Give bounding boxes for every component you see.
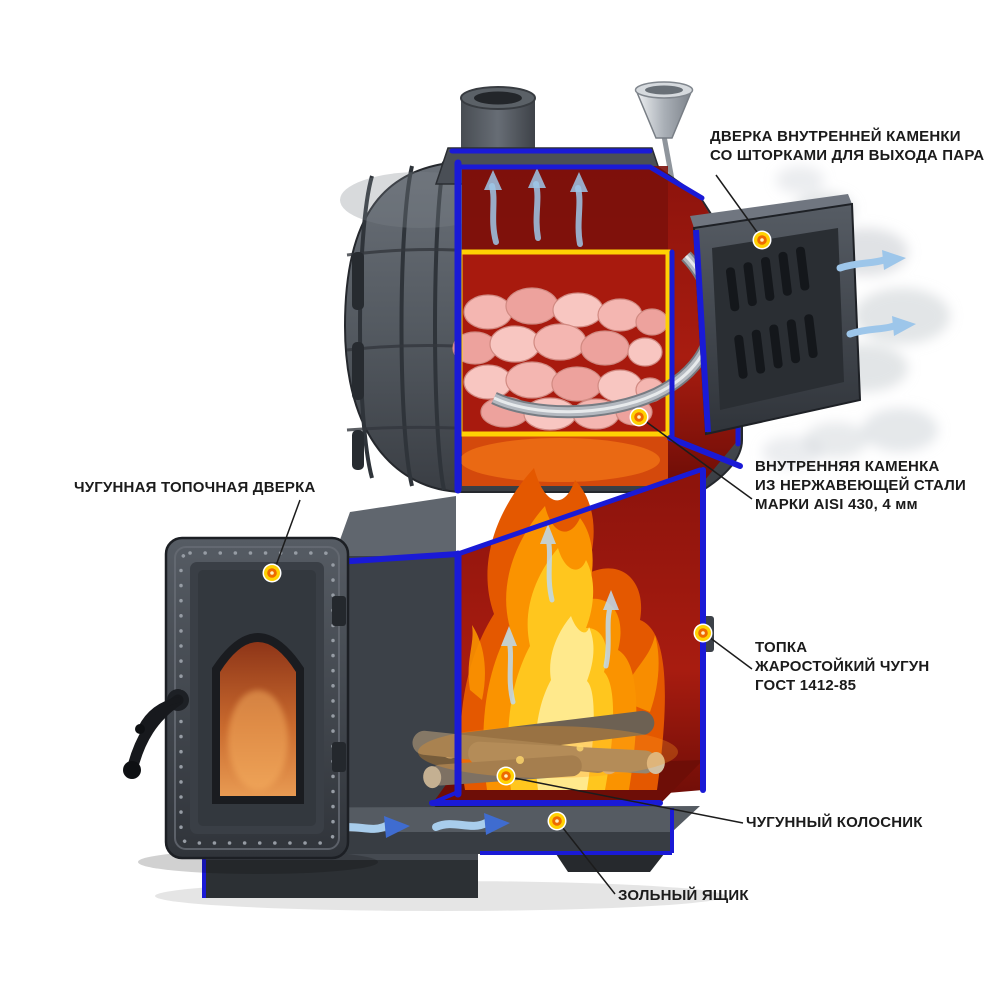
callout-marker-topka <box>693 623 713 643</box>
callout-marker-firebox-door <box>262 563 282 583</box>
label-firebox-door: ЧУГУННАЯ ТОПОЧНАЯ ДВЕРКА <box>74 479 316 496</box>
callout-line-firebox-door <box>273 499 301 572</box>
label-topka: ТОПКА ЖАРОСТОЙКИЙ ЧУГУН ГОСТ 1412-85 <box>755 639 930 695</box>
callout-marker-inner-kamenka <box>629 407 649 427</box>
logs <box>412 710 678 789</box>
callout-markers <box>262 230 772 831</box>
callout-line-grate <box>508 776 744 824</box>
steam-vent-slots <box>725 246 818 379</box>
inner-kamenka-stones <box>452 249 671 437</box>
label-ash-box: ЗОЛЬНЫЙ ЯЩИК <box>618 887 749 904</box>
callout-line-inner-kamenka <box>640 417 753 500</box>
callout-lines <box>273 174 763 895</box>
chimney-pipe <box>460 86 536 156</box>
steam-arrowheads-up <box>484 168 588 192</box>
label-inner-kamenka: ВНУТРЕННЯЯ КАМЕНКА ИЗ НЕРЖАВЕЮЩЕЙ СТАЛИ … <box>755 458 966 514</box>
cut-edges-lower <box>333 467 706 806</box>
steam-arrows-up <box>489 181 583 247</box>
steam-arrows-firebox <box>501 524 619 705</box>
callout-line-inner-door <box>715 174 763 240</box>
callout-line-ash-box <box>558 822 616 895</box>
callout-marker-inner-door <box>752 230 772 250</box>
label-grate: ЧУГУННЫЙ КОЛОСНИК <box>746 814 923 831</box>
callout-marker-ash-box <box>547 811 567 831</box>
steam-arrows-right <box>836 250 916 338</box>
callout-line-topka <box>704 633 753 670</box>
firebox-door <box>123 536 378 874</box>
label-inner-kamenka-door: ДВЕРКА ВНУТРЕННЕЙ КАМЕНКИ СО ШТОРКАМИ ДЛ… <box>710 128 985 165</box>
kamenka-door-open <box>690 194 862 436</box>
callout-marker-grate <box>496 766 516 786</box>
door-handle <box>123 689 189 779</box>
